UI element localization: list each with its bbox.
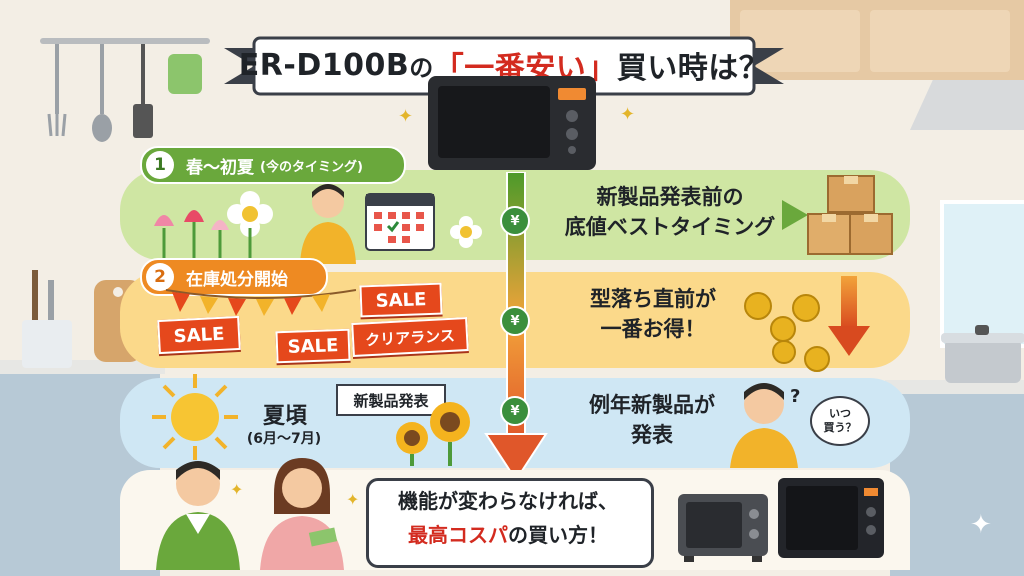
arrow-right-icon (782, 200, 808, 230)
pot-holder-icon (168, 54, 202, 94)
toaster-oven-icon (678, 494, 768, 562)
stage-1-pill: 1 春〜初夏 (今のタイミング) (140, 146, 406, 184)
sale-tag: SALE (359, 282, 443, 318)
counter-top-right (885, 380, 1024, 394)
sun-icon (152, 374, 238, 460)
range-hood (910, 80, 1024, 130)
bottom-message-line1: 機能が変わらなければ、 (398, 489, 618, 513)
yen-coin-icon: ¥ (500, 206, 530, 236)
sunflower-icon (396, 402, 470, 466)
spatula-icon (133, 44, 153, 138)
stage-1-message-line1: 新製品発表前の (596, 185, 744, 209)
stage-2-message: 型落ち直前が 一番お得！ (548, 284, 758, 344)
bottom-message-highlight: 最高コスパ (408, 523, 508, 547)
window (940, 200, 1024, 348)
title-particle: の (409, 53, 434, 82)
gold-coin-icon (744, 292, 772, 320)
bottom-message-suffix: の買い方！ (508, 523, 608, 547)
title-model: ER-D100B (238, 47, 410, 83)
stage-1-number: 1 (146, 151, 174, 179)
stage-1-message-line2: 底値ベストタイミング (564, 215, 776, 239)
yen-coin-icon: ¥ (500, 396, 530, 426)
stage-3-label: 夏頃 (262, 404, 307, 429)
counter-right (890, 390, 1024, 576)
stage-1-label: 春〜初夏 (186, 157, 254, 178)
gold-coin-icon (770, 316, 796, 342)
person-pointing-icon (300, 184, 356, 264)
stage-2-message-line1: 型落ち直前が (590, 287, 716, 311)
gold-coin-icon (804, 346, 830, 372)
bottom-message: 機能が変わらなければ、 最高コスパの買い方！ (370, 484, 646, 552)
cooking-pot-icon (941, 325, 1024, 383)
thinking-person-icon (730, 383, 798, 468)
arrow-down-icon (828, 276, 870, 356)
sale-tag: SALE (157, 315, 241, 355)
stage-3-message-line2: 発表 (631, 423, 673, 447)
stage-3-sublabel: (6月〜7月) (246, 431, 322, 447)
sparkle-icon: ✦ (398, 106, 414, 127)
gold-coin-icon (792, 294, 820, 322)
upper-cabinet-door (870, 10, 1010, 72)
bunting-decoration (166, 289, 356, 316)
gold-coin-icon (772, 340, 796, 364)
cardboard-boxes-icon (807, 175, 893, 255)
sparkle-icon: ✦ (620, 104, 636, 125)
calendar-icon (365, 193, 435, 251)
man-thumbs-up-icon (156, 461, 240, 570)
sparkle-icon: ✦ (346, 490, 360, 509)
stage-2-pill: 2 在庫処分開始 (140, 258, 328, 296)
clearance-tag: クリアランス (351, 316, 469, 358)
woman-smiling-icon (260, 458, 344, 570)
tulip-icon (154, 210, 229, 258)
daisy-icon (450, 216, 482, 248)
utensil-jar-icon (22, 270, 72, 368)
utensil-rail (40, 38, 210, 44)
microwave-icon (778, 478, 884, 558)
stage-1-message: 新製品発表前の 底値ベストタイミング (540, 182, 800, 242)
stage-2-message-line2: 一番お得！ (600, 317, 706, 341)
microwave-icon (428, 76, 596, 176)
stage-3-message: 例年新製品が 発表 (552, 390, 752, 450)
stage-2-number: 2 (146, 263, 174, 291)
bottom-message-line2: 最高コスパの買い方！ (370, 518, 646, 552)
new-product-tag: 新製品発表 (336, 384, 446, 416)
sale-tag: SALE (275, 328, 351, 364)
ladle-icon (47, 44, 67, 137)
speech-bubble: いつ 買う？ (810, 396, 870, 446)
spoon-icon (92, 44, 112, 142)
stage-2-label: 在庫処分開始 (186, 269, 288, 290)
sparkle-icon: ✦ (970, 510, 992, 540)
stage-3-message-line1: 例年新製品が (589, 393, 715, 417)
bottom-message-box (366, 478, 654, 568)
question-mark: ? (790, 386, 801, 407)
sparkle-icon: ✦ (230, 480, 244, 499)
stage-1-sublabel: (今のタイミング) (260, 159, 363, 175)
daisy-icon (227, 191, 273, 258)
yen-coin-icon: ¥ (500, 306, 530, 336)
title-suffix: 買い時は？ (616, 51, 770, 86)
